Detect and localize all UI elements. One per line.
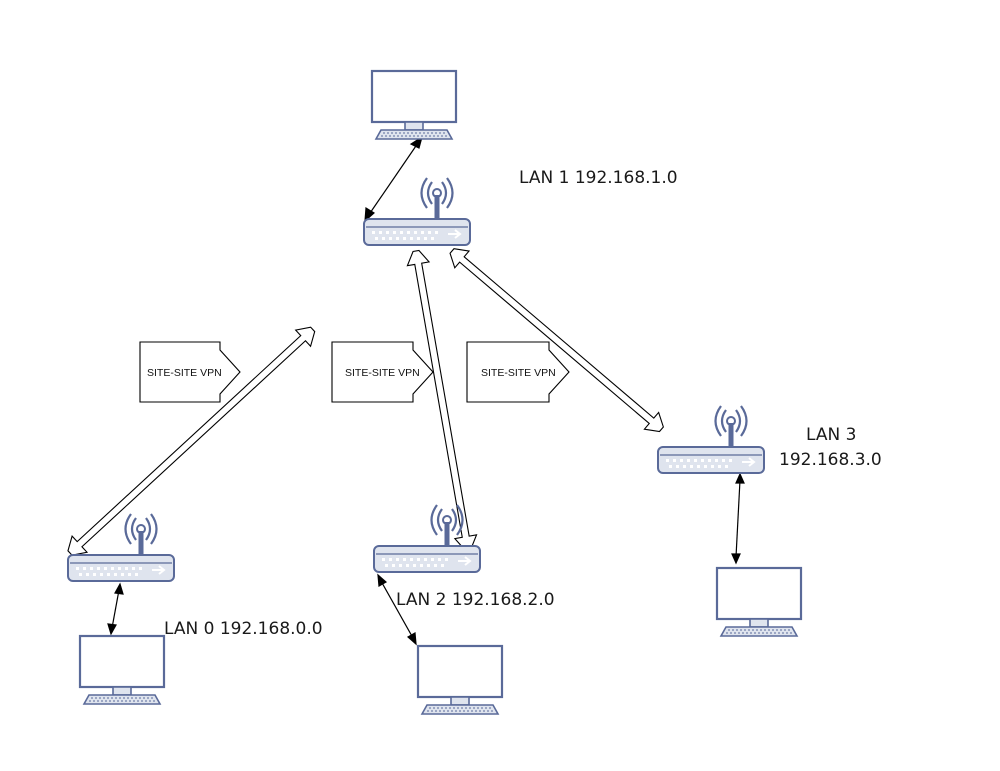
vpn-callout-2 [331,341,434,403]
computer-lan1-icon [370,69,458,141]
lan2-label: LAN 2 192.168.2.0 [396,590,555,610]
vpn-label-1: SITE-SITE VPN [147,367,222,379]
lan3-label-name: LAN 3 [806,425,856,445]
router-lan1-icon [362,176,472,247]
lan1-label: LAN 1 192.168.1.0 [519,168,678,188]
computer-lan0-icon [78,634,166,706]
lan2-link [380,580,414,639]
lan0-label: LAN 0 192.168.0.0 [164,619,323,639]
lan0-link [111,589,120,629]
vpn-tunnel-lan3 [449,248,664,433]
computer-lan2-icon [416,644,504,716]
vpn-label-2: SITE-SITE VPN [345,367,420,379]
vpn-callout-1 [139,341,241,403]
router-lan3-icon [656,404,766,475]
vpn-tunnel-lan0 [67,326,316,556]
vpn-label-3: SITE-SITE VPN [481,367,556,379]
computer-lan3-icon [715,566,803,638]
lan1-link [367,142,419,217]
lan3-link [735,479,741,558]
lan3-label-address: 192.168.3.0 [779,450,882,470]
router-lan0-icon [66,512,176,583]
vpn-callout-3 [466,341,570,403]
